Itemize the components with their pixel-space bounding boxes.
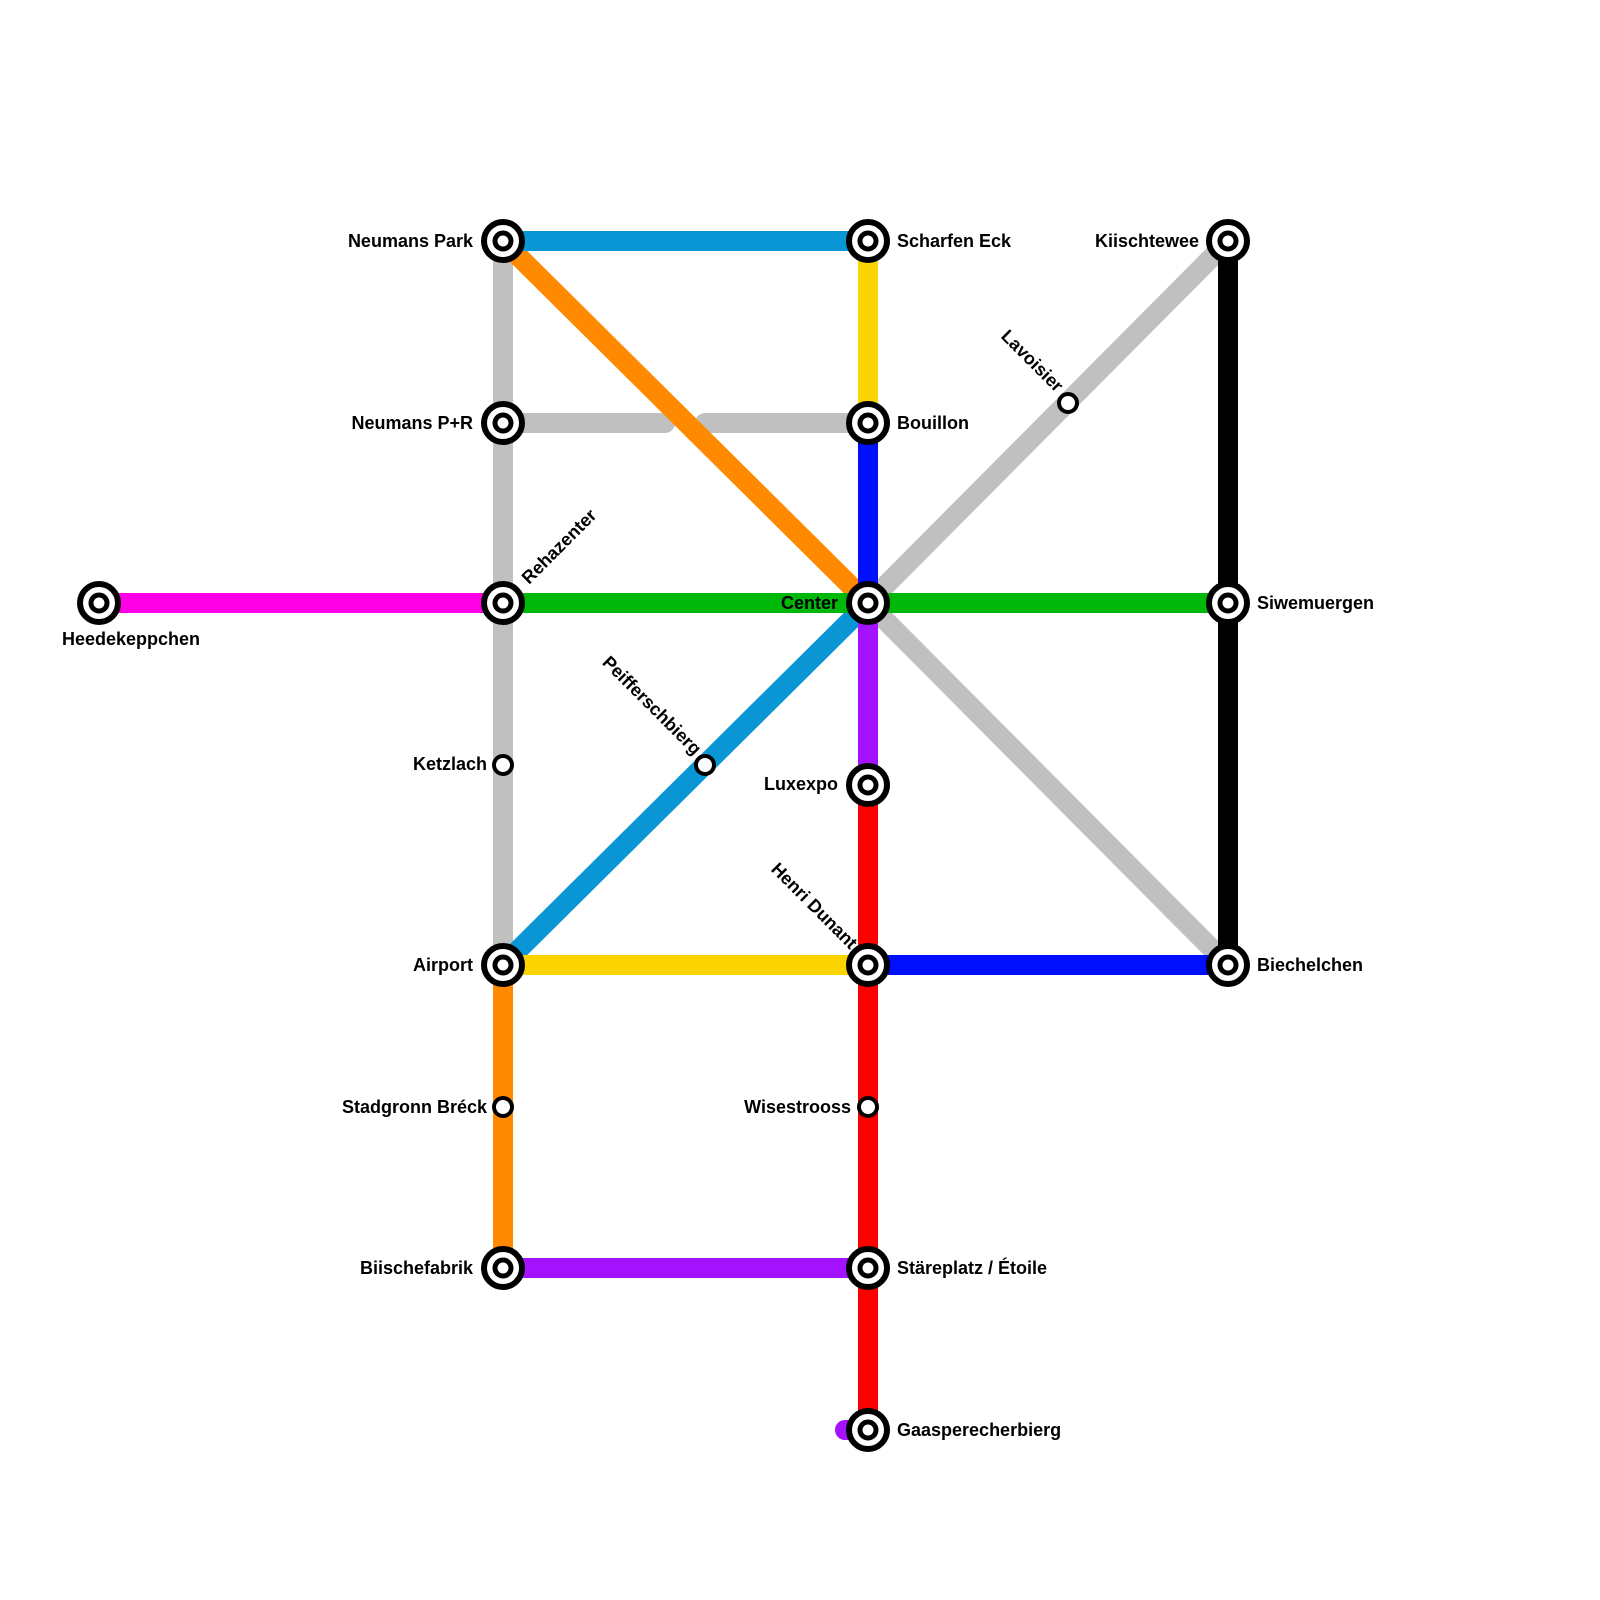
station-heedekeppchen[interactable]	[77, 581, 121, 625]
station-peifferschbierg[interactable]	[694, 754, 716, 776]
station-lavoisier[interactable]	[1057, 392, 1079, 414]
station-airport[interactable]	[481, 943, 525, 987]
cyan-line-diagonal	[493, 593, 878, 975]
label-kiischtewee: Kiischtewee	[1095, 231, 1199, 251]
station-stadgronn-breck[interactable]	[492, 1096, 514, 1118]
label-neumans-pr: Neumans P+R	[351, 413, 473, 433]
label-stadgronn-breck: Stadgronn Bréck	[342, 1097, 488, 1117]
label-rehazenter: Rehazenter	[518, 505, 601, 588]
station-labels: Neumans Park Scharfen Eck Kiischtewee La…	[62, 231, 1374, 1440]
station-gaasperecherbierg[interactable]	[846, 1408, 890, 1452]
label-biischefabrik: Biischefabrik	[360, 1258, 474, 1278]
label-heedekeppchen: Heedekeppchen	[62, 629, 200, 649]
label-bouillon: Bouillon	[897, 413, 969, 433]
station-luxexpo[interactable]	[846, 763, 890, 807]
station-scharfen-eck[interactable]	[846, 219, 890, 263]
label-airport: Airport	[413, 955, 473, 975]
station-stareplatz[interactable]	[846, 1246, 890, 1290]
label-lavoisier: Lavoisier	[997, 326, 1067, 396]
station-ketzlach[interactable]	[492, 754, 514, 776]
station-siwemuergen[interactable]	[1206, 581, 1250, 625]
station-biechelchen[interactable]	[1206, 943, 1250, 987]
label-ketzlach: Ketzlach	[413, 754, 487, 774]
label-gaasperecherbierg: Gaasperecherbierg	[897, 1420, 1061, 1440]
station-henri-dunant[interactable]	[846, 943, 890, 987]
label-stareplatz: Stäreplatz / Étoile	[897, 1257, 1047, 1278]
label-henri-dunant: Henri Dunant	[767, 859, 861, 953]
station-bouillon[interactable]	[846, 401, 890, 445]
label-siwemuergen: Siwemuergen	[1257, 593, 1374, 613]
label-center: Center	[781, 593, 838, 613]
station-neumans-park[interactable]	[481, 219, 525, 263]
label-peifferschbierg: Peifferschbierg	[599, 652, 706, 759]
station-center[interactable]	[846, 581, 890, 625]
station-kiischtewee[interactable]	[1206, 219, 1250, 263]
station-rehazenter[interactable]	[481, 581, 525, 625]
station-biischefabrik[interactable]	[481, 1246, 525, 1290]
station-wisestrooss[interactable]	[857, 1096, 879, 1118]
stations	[77, 219, 1250, 1452]
label-biechelchen: Biechelchen	[1257, 955, 1363, 975]
orange-line-diagonal	[493, 231, 878, 613]
label-wisestrooss: Wisestrooss	[744, 1097, 851, 1117]
station-neumans-pr[interactable]	[481, 401, 525, 445]
label-scharfen-eck: Scharfen Eck	[897, 231, 1012, 251]
label-neumans-park: Neumans Park	[348, 231, 474, 251]
label-luxexpo: Luxexpo	[764, 774, 838, 794]
line-segments	[89, 231, 1238, 1440]
